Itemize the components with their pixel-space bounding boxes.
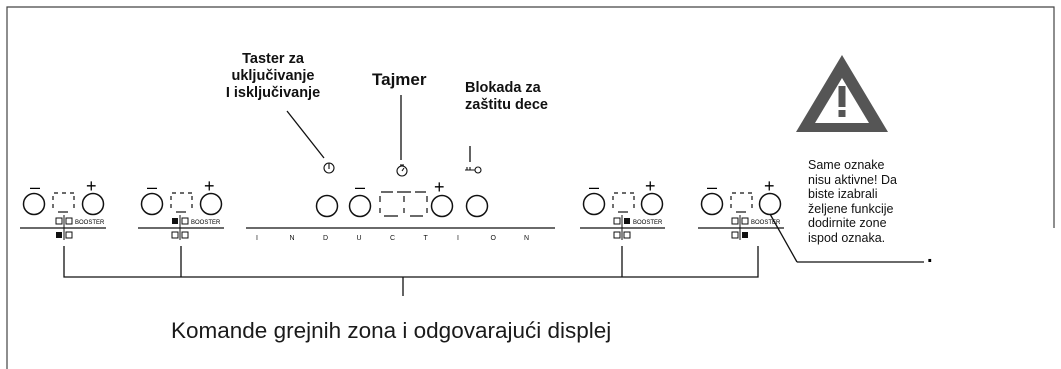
note-line: ispod oznaka. xyxy=(808,230,886,245)
induction-letter: C xyxy=(390,235,395,242)
note-line: Same oznake xyxy=(808,158,885,172)
power-label-line: I isključivanje xyxy=(225,85,321,101)
zone-control-1: – + BOOSTER xyxy=(20,176,106,240)
lock-label-line: zaštitu dece xyxy=(465,97,548,113)
segment-display xyxy=(170,192,193,213)
info-note: Same oznake nisu aktivne! Da biste izabr… xyxy=(808,158,925,245)
booster-label: BOOSTER xyxy=(75,220,105,226)
induction-letter: T xyxy=(424,235,429,242)
indicator-square xyxy=(181,231,189,239)
booster-label: BOOSTER xyxy=(191,220,221,226)
minus-button[interactable] xyxy=(140,192,164,216)
induction-letter: D xyxy=(323,235,328,242)
segment-display xyxy=(52,192,75,213)
indicator-square xyxy=(171,231,179,239)
minus-sign: – xyxy=(147,177,157,197)
induction-letter: I xyxy=(457,235,459,242)
indicator-square xyxy=(181,217,189,225)
indicator-square-filled xyxy=(172,218,178,224)
induction-letter: O xyxy=(491,235,497,242)
note-line: biste izabrali xyxy=(808,187,878,201)
induction-letter: N xyxy=(290,235,295,242)
indicator-square xyxy=(65,231,73,239)
indicator-square-filled xyxy=(742,232,748,238)
indicator-square xyxy=(613,231,621,239)
induction-letter: U xyxy=(357,235,362,242)
note-leader-diagonal xyxy=(769,213,798,263)
note-period: . xyxy=(927,245,933,267)
indicator-square xyxy=(65,217,73,225)
power-label-line: uključivanje xyxy=(231,68,315,84)
timer-label: Tajmer xyxy=(372,70,427,89)
center-controls: – + I N D U C T I O N xyxy=(246,162,555,242)
power-button-label: Taster za uključivanje I isključivanje xyxy=(210,51,336,102)
zone-control-3: – + BOOSTER xyxy=(580,176,665,240)
leader-lines xyxy=(63,95,924,296)
note-line: nisu aktivne! Da xyxy=(808,172,897,187)
lock-label-line: Blokada za xyxy=(465,80,541,96)
minus-sign: – xyxy=(355,177,365,197)
caption: Komande grejnih zona i odgovarajući disp… xyxy=(171,318,612,343)
indicator-square xyxy=(731,231,739,239)
power-label-line: Taster za xyxy=(242,51,304,67)
induction-letter: N xyxy=(524,235,529,242)
timer-plus-button[interactable] xyxy=(430,194,454,218)
segment-display xyxy=(612,192,635,213)
plus-sign: + xyxy=(645,176,656,196)
plus-sign: + xyxy=(86,176,97,196)
plus-button[interactable] xyxy=(199,192,223,216)
timer-minus-button[interactable] xyxy=(348,194,372,218)
minus-sign: – xyxy=(589,177,599,197)
induction-letter: I xyxy=(256,235,258,242)
minus-button[interactable] xyxy=(700,192,724,216)
stopwatch-icon xyxy=(396,164,408,177)
plus-button[interactable] xyxy=(81,192,105,216)
minus-button[interactable] xyxy=(22,192,46,216)
indicator-square-filled xyxy=(624,218,630,224)
indicator-square xyxy=(613,217,621,225)
power-icon xyxy=(323,162,335,174)
frame-border xyxy=(6,6,1055,369)
indicator-square xyxy=(741,217,749,225)
indicator-square xyxy=(731,217,739,225)
minus-button[interactable] xyxy=(582,192,606,216)
indicator-square xyxy=(623,231,631,239)
zone-control-4: – + BOOSTER xyxy=(698,176,784,240)
power-button[interactable] xyxy=(315,194,339,218)
indicator-square-filled xyxy=(56,232,62,238)
zone-control-2: – + BOOSTER xyxy=(138,176,224,240)
segment-display xyxy=(730,192,753,213)
minus-sign: – xyxy=(30,177,40,197)
key-icon xyxy=(465,166,482,174)
plus-button[interactable] xyxy=(758,192,782,216)
child-lock-label: Blokada za zaštitu dece xyxy=(465,80,548,114)
indicator-square xyxy=(55,217,63,225)
power-leader xyxy=(286,110,325,159)
plus-button[interactable] xyxy=(640,192,664,216)
zones-bracket xyxy=(63,246,759,296)
plus-sign: + xyxy=(434,177,445,197)
timer-display xyxy=(379,191,428,217)
booster-label: BOOSTER xyxy=(633,220,663,226)
plus-sign: + xyxy=(764,176,775,196)
plus-sign: + xyxy=(204,176,215,196)
booster-label: BOOSTER xyxy=(751,220,781,226)
note-line: željene funkcije xyxy=(808,201,894,216)
warning-triangle-icon xyxy=(796,55,888,132)
child-lock-button[interactable] xyxy=(465,194,489,218)
minus-sign: – xyxy=(707,177,717,197)
note-line: dodirnite zone xyxy=(808,216,887,230)
